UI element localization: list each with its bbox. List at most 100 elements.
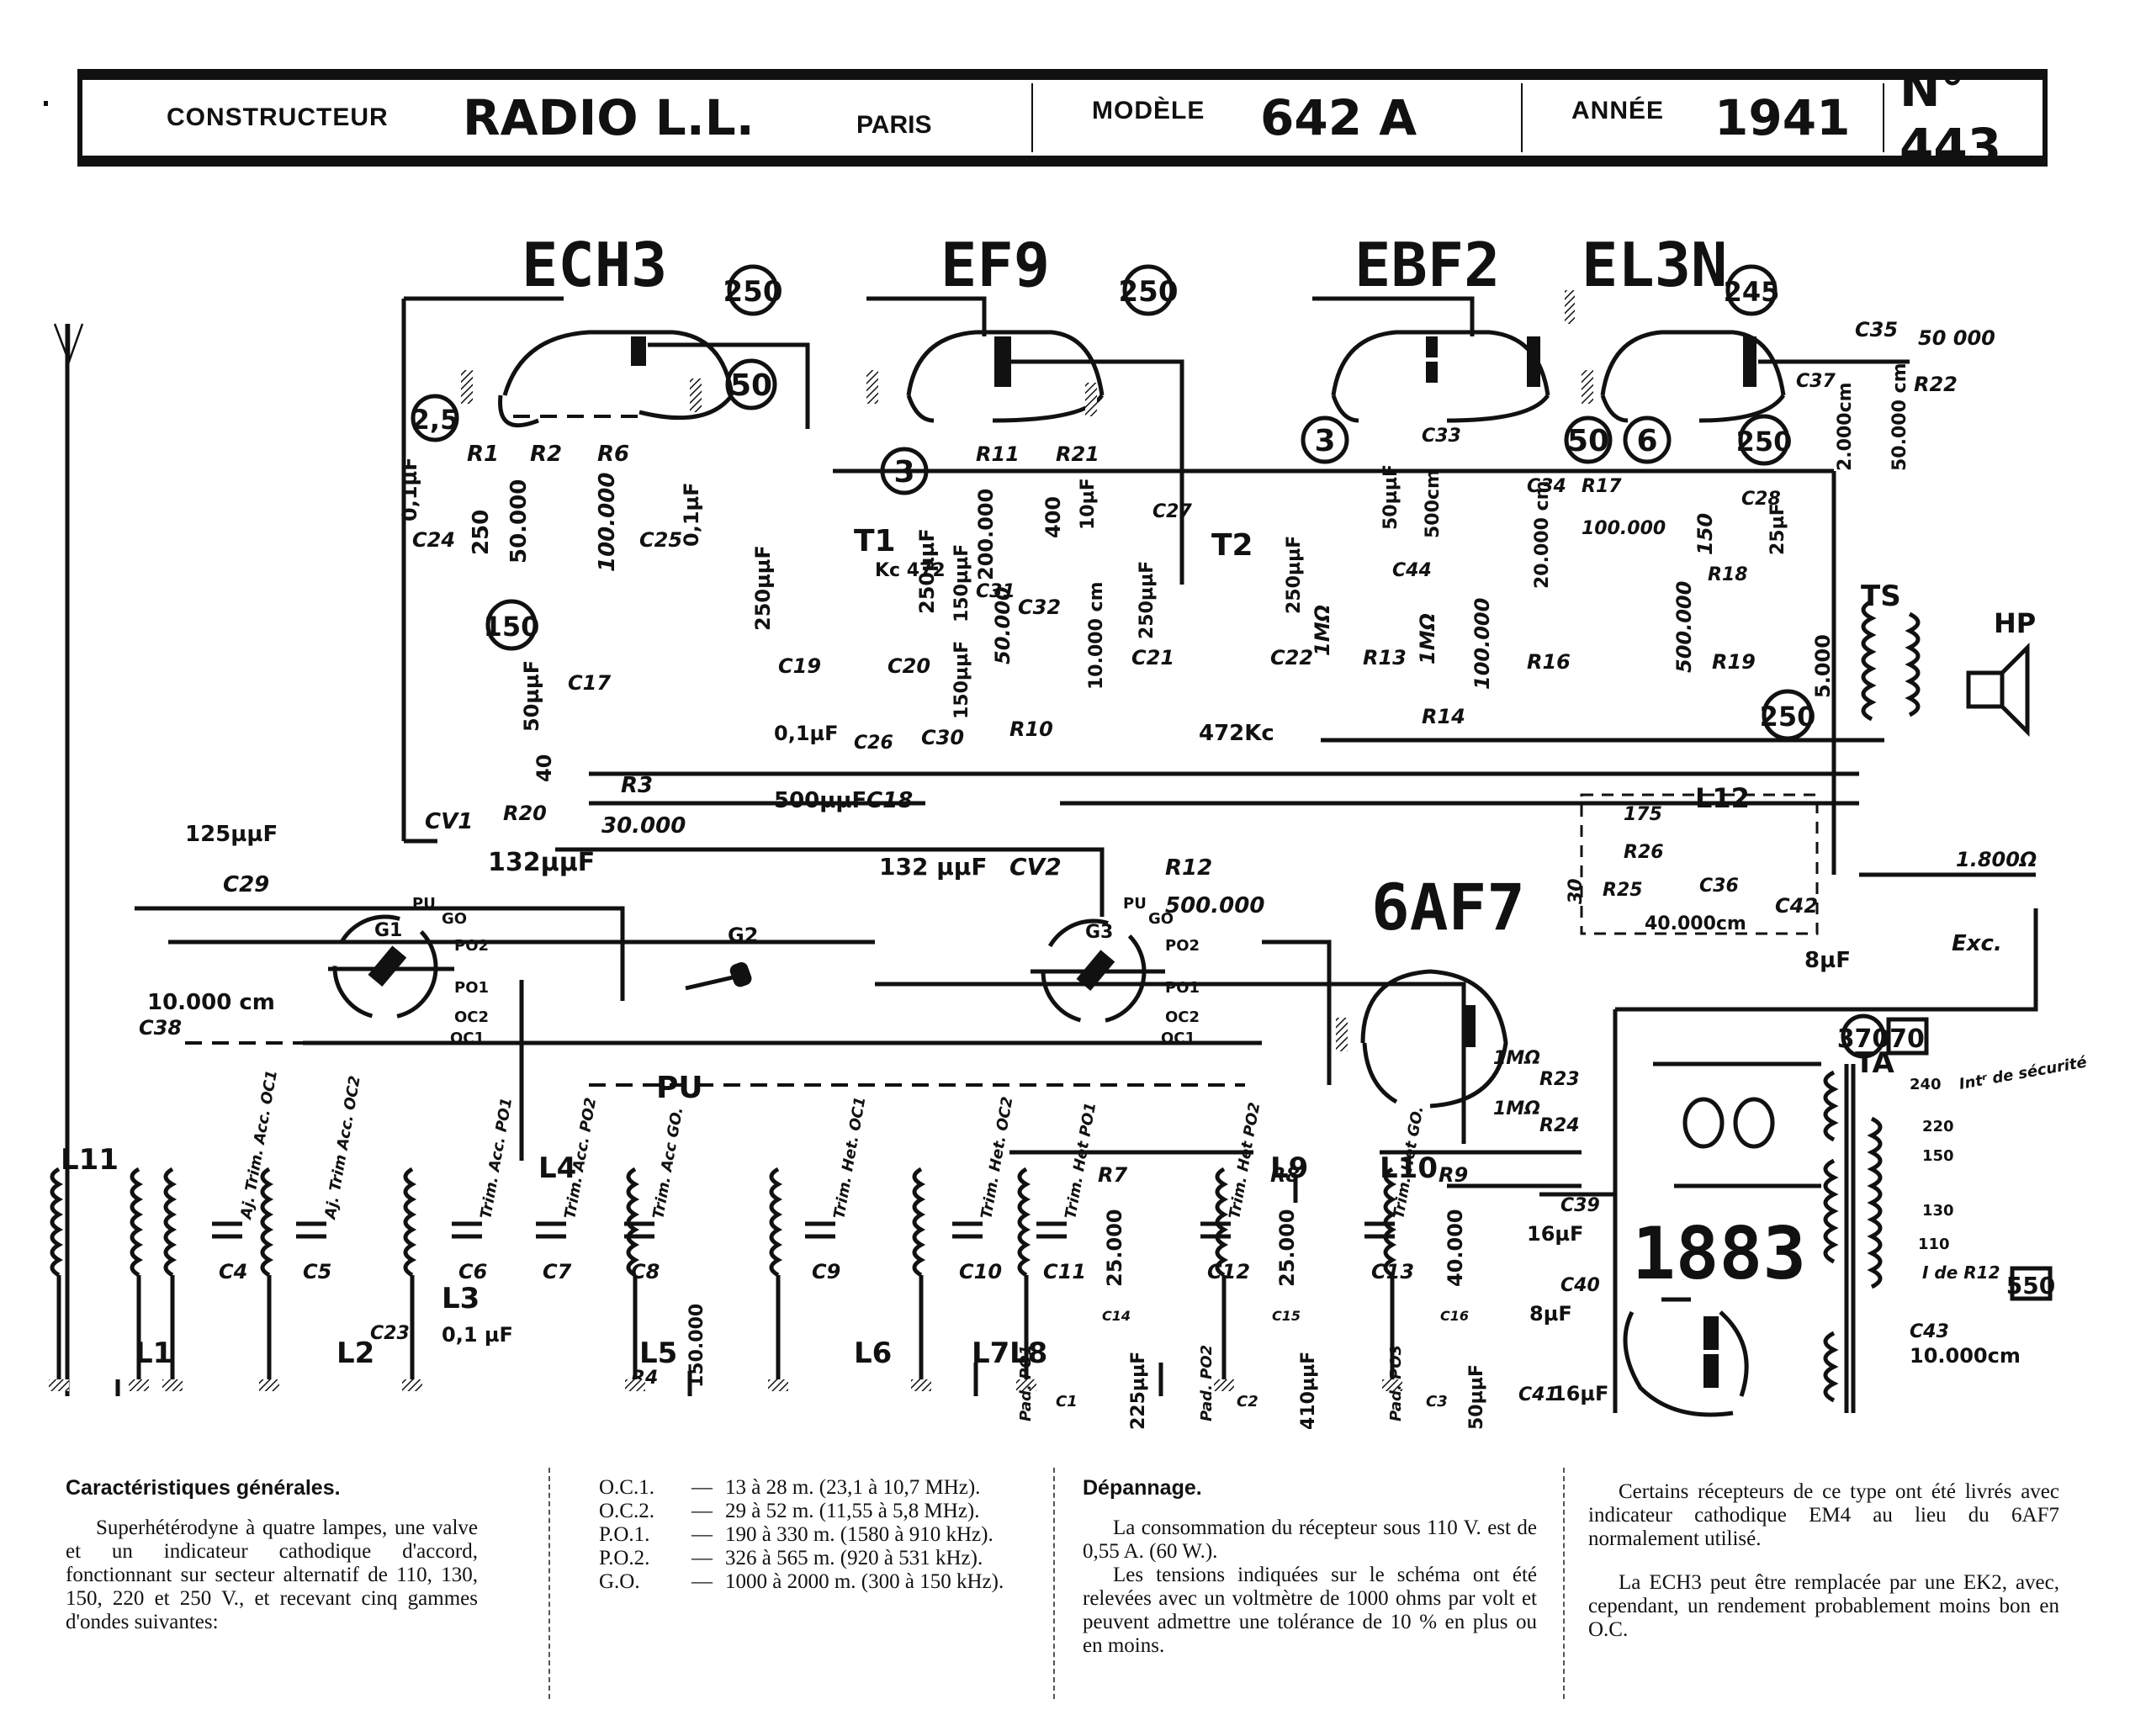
svg-text:0,1µF: 0,1µF: [774, 722, 839, 745]
bands-section: O.C.1.—13 à 28 m. (23,1 à 10,7 MHz). O.C…: [599, 1476, 1036, 1594]
caracteristiques-section: Caractéristiques générales. Superhétérod…: [66, 1476, 478, 1634]
svg-text:100.000: 100.000: [595, 473, 620, 572]
modele-value: 642 A: [1260, 89, 1417, 146]
tube-label-ef9: EF9: [940, 230, 1050, 300]
tube-label-ech3: ECH3: [522, 230, 667, 300]
svg-text:TA: TA: [1855, 1046, 1895, 1080]
svg-text:100.000: 100.000: [1470, 598, 1494, 690]
coil-winding: [912, 1167, 926, 1278]
svg-text:240: 240: [1910, 1076, 1942, 1093]
column-separator: [548, 1468, 550, 1699]
capacitor-value: 50µµF: [1466, 1364, 1487, 1430]
capacitor-label: C14: [1102, 1308, 1131, 1324]
svg-text:10.000 cm: 10.000 cm: [1086, 581, 1107, 690]
svg-text:R10: R10: [1009, 717, 1053, 741]
svg-text:50.000: 50.000: [506, 479, 532, 564]
svg-text:G3: G3: [1085, 922, 1113, 943]
svg-text:500.000: 500.000: [1672, 581, 1696, 673]
ground-icon: [1382, 1379, 1402, 1391]
voltage-bubble: 50: [1564, 415, 1613, 464]
switch-contact-label: OC2: [1165, 1008, 1200, 1026]
svg-text:C25: C25: [639, 528, 682, 552]
tube-6af7-symbol: [1336, 969, 1508, 1109]
svg-text:500cm: 500cm: [1423, 469, 1444, 538]
svg-text:150µµF: 150µµF: [951, 544, 972, 622]
ground-icon: [402, 1379, 422, 1391]
svg-text:R22: R22: [1914, 373, 1958, 396]
svg-text:R23: R23: [1539, 1069, 1580, 1090]
svg-text:C18: C18: [866, 788, 913, 813]
padder-label: Pad. PO1: [1017, 1345, 1035, 1421]
capacitor-label: C7: [543, 1260, 572, 1283]
capacitor-label: C5: [303, 1260, 331, 1283]
svg-text:Intʳ de sécurité: Intʳ de sécurité: [1958, 1054, 2088, 1093]
header-divider: [1521, 83, 1523, 152]
svg-text:550: 550: [2006, 1272, 2055, 1299]
pilot-lamps-icon: [1653, 1061, 1821, 1188]
band-row: O.C.1.—13 à 28 m. (23,1 à 10,7 MHz).: [599, 1476, 1036, 1500]
margin-dot: [44, 101, 48, 106]
padder-label: Pad. PO3: [1387, 1345, 1405, 1421]
city: PARIS: [856, 111, 932, 139]
band-row: O.C.2.—29 à 52 m. (11,55 à 5,8 MHz).: [599, 1500, 1036, 1523]
svg-text:T2: T2: [1211, 528, 1253, 563]
svg-text:TS: TS: [1861, 580, 1901, 613]
svg-text:C23: C23: [370, 1323, 410, 1344]
svg-text:R1: R1: [467, 442, 499, 467]
band-row: G.O.—1000 à 2000 m. (300 à 150 kHz).: [599, 1570, 1036, 1594]
resistor-value: 25.000: [1275, 1209, 1299, 1287]
svg-text:R14: R14: [1422, 705, 1465, 728]
svg-text:5.000: 5.000: [1811, 634, 1835, 698]
svg-text:50.000: 50.000: [991, 586, 1015, 664]
svg-text:R13: R13: [1363, 646, 1407, 670]
svg-text:10.000cm: 10.000cm: [1910, 1344, 2021, 1368]
svg-text:0,1µF: 0,1µF: [680, 482, 703, 547]
svg-text:40.000cm: 40.000cm: [1645, 913, 1746, 934]
coil-label: L10: [1380, 1151, 1438, 1185]
tube-label-6af7: 6AF7: [1371, 870, 1525, 945]
depannage-section: Dépannage. La consommation du récepteur …: [1083, 1476, 1537, 1658]
voltage-bubble: 6: [1623, 415, 1672, 464]
svg-text:150: 150: [1922, 1147, 1954, 1165]
wavechange-switch-g3: [1031, 918, 1165, 1024]
svg-text:132µµF: 132µµF: [488, 848, 595, 877]
coil-winding: [163, 1167, 178, 1278]
trimmer-label: Trim. Het PO1: [1062, 1101, 1099, 1220]
svg-text:130: 130: [1922, 1202, 1954, 1220]
trimmer-label: Trim. Het. OC2: [978, 1095, 1016, 1220]
ground-icon: [625, 1379, 645, 1391]
band-dash: —: [691, 1523, 713, 1546]
capacitor-label: C11: [1043, 1260, 1086, 1283]
trimmer-label: Trim. Het. OC1: [830, 1095, 869, 1220]
numero-cell: N° 443: [1900, 61, 2043, 175]
voltage-bubble: 245: [1724, 264, 1779, 316]
svg-text:G1: G1: [374, 920, 402, 941]
tube-1883-symbol: [1623, 1297, 1749, 1417]
svg-text:472Kc: 472Kc: [1199, 721, 1274, 746]
band-range: 190 à 330 m. (1580 à 910 kHz).: [725, 1523, 993, 1546]
tube-label-ebf2: EBF2: [1354, 230, 1500, 300]
wiring: [65, 296, 2038, 1413]
svg-text:1MΩ: 1MΩ: [1493, 1098, 1540, 1119]
svg-text:10.000 cm: 10.000 cm: [147, 990, 275, 1015]
svg-text:R16: R16: [1527, 650, 1571, 674]
tube-ebf2-symbol: [1331, 290, 1575, 423]
svg-text:R19: R19: [1712, 650, 1756, 674]
svg-text:30.000: 30.000: [601, 813, 686, 839]
band-row: P.O.1. — 190 à 330 m. (1580 à 910 kHz).: [599, 1523, 1036, 1547]
coil-winding: [769, 1167, 783, 1278]
tube-ef9-symbol: [866, 330, 1105, 423]
svg-text:R12: R12: [1165, 855, 1212, 881]
header-divider: [1031, 83, 1033, 152]
svg-text:0,1 µF: 0,1 µF: [442, 1323, 513, 1347]
svg-text:R2: R2: [530, 442, 562, 467]
svg-text:8µF: 8µF: [1529, 1302, 1572, 1326]
voltage-bubble: 250: [1119, 264, 1178, 316]
svg-text:10µF: 10µF: [1078, 478, 1099, 530]
svg-text:2,5: 2,5: [411, 404, 459, 436]
svg-text:50: 50: [730, 368, 772, 403]
city-cell: PARIS: [856, 80, 931, 156]
annee-label: ANNÉE: [1571, 97, 1665, 124]
note-paragraph: Certains récepteurs de ce type ont été l…: [1588, 1480, 2059, 1550]
band-name: P.O.1.: [599, 1523, 650, 1546]
